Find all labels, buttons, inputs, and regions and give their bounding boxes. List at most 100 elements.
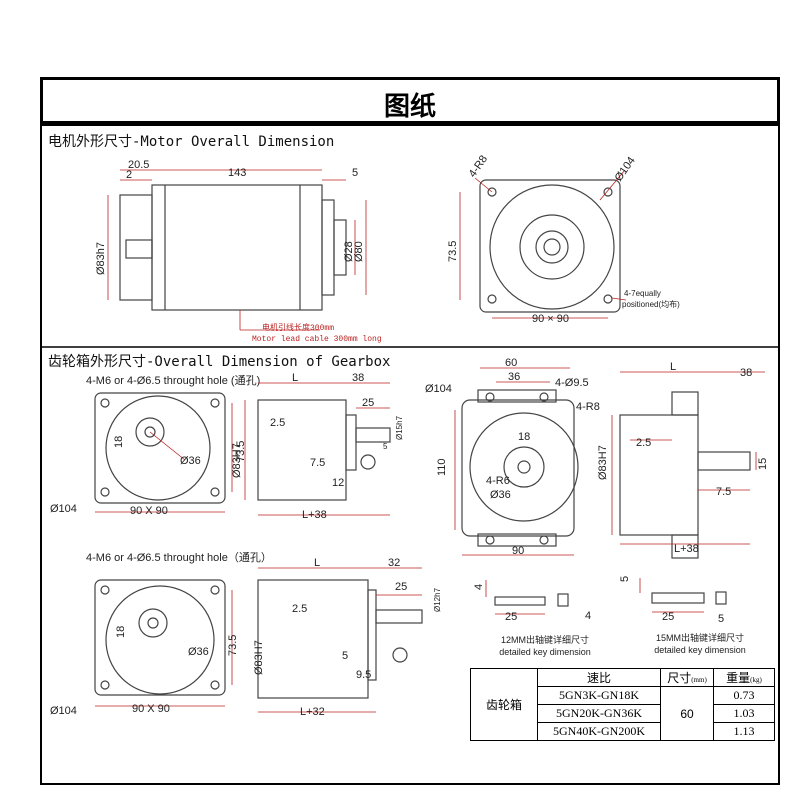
gc-7-5: 7.5 bbox=[716, 486, 731, 498]
k12-25: 25 bbox=[505, 611, 517, 623]
gc-60: 60 bbox=[505, 357, 517, 369]
gearbox-a-side: L 38 25 Ø15h7 2.5 Ø83H7 7.5 12 5 L+38 bbox=[231, 372, 404, 521]
dim-104: Ø104 bbox=[613, 155, 638, 184]
ga-12: 12 bbox=[332, 477, 344, 489]
cable-en: Motor lead cable 300mm long bbox=[252, 335, 382, 344]
ga-83h7: Ø83H7 bbox=[231, 443, 243, 478]
title-box: 图纸 bbox=[40, 77, 780, 124]
ga-90x90: 90 X 90 bbox=[130, 505, 168, 517]
gc-18: 18 bbox=[518, 431, 530, 443]
drawing-title: 图纸 bbox=[383, 92, 436, 122]
k15-5: 5 bbox=[619, 576, 631, 582]
col-size: 尺寸(mm) bbox=[660, 668, 714, 687]
k12-4b: 4 bbox=[585, 610, 591, 622]
ga-25: 25 bbox=[362, 397, 374, 409]
gb-83h7: Ø83H7 bbox=[253, 640, 265, 675]
gb-18: 18 bbox=[115, 626, 127, 638]
weight-cell: 0.73 bbox=[713, 686, 775, 705]
gc-90: 90 bbox=[512, 545, 524, 557]
gc-104: Ø104 bbox=[425, 383, 452, 395]
dim-83h7: Ø83h7 bbox=[95, 242, 107, 275]
drawing-sheet bbox=[40, 124, 780, 785]
gc-38: 38 bbox=[740, 367, 752, 379]
ga-73-5: 73.5 bbox=[235, 441, 247, 462]
weight-cell: 1.13 bbox=[713, 722, 775, 741]
gc-36b: Ø36 bbox=[490, 489, 511, 501]
dim-5: 5 bbox=[352, 167, 358, 179]
gb-L32: L+32 bbox=[300, 706, 325, 718]
gc-83h7: Ø83H7 bbox=[597, 445, 609, 480]
ga-18: 18 bbox=[113, 436, 125, 448]
ga-36: Ø36 bbox=[180, 455, 201, 467]
ga-2-5: 2.5 bbox=[270, 417, 285, 429]
gb-L: L bbox=[314, 557, 320, 569]
gb-32: 32 bbox=[388, 557, 400, 569]
key-15mm-caption: 15MM出轴键详细尺寸 detailed key dimension bbox=[625, 632, 775, 656]
size-cell: 60 bbox=[660, 686, 714, 741]
gb-9-5: 9.5 bbox=[356, 669, 371, 681]
dim-73-5: 73.5 bbox=[447, 241, 459, 262]
gb-12h7: Ø12h7 bbox=[433, 587, 442, 612]
ratio-cell: 5GN20K-GN36K bbox=[537, 704, 661, 723]
ga-15h7: Ø15h7 bbox=[395, 415, 404, 440]
gb-5: 5 bbox=[342, 650, 348, 662]
gb-25: 25 bbox=[395, 581, 407, 593]
gb-90x90: 90 X 90 bbox=[132, 703, 170, 715]
table-row: 5GN20K-GN36K 1.03 bbox=[471, 704, 775, 723]
holes-note-1: 4-7equally bbox=[624, 289, 661, 298]
gb-104: Ø104 bbox=[50, 705, 77, 717]
col-ratio: 速比 bbox=[537, 668, 661, 687]
k12-caption-text: 12MM出轴键详细尺寸 detailed key dimension bbox=[499, 635, 591, 657]
gb-36: Ø36 bbox=[188, 646, 209, 658]
ga-holes: 4-M6 or 4-Ø6.5 throught hole (通孔) bbox=[86, 374, 260, 387]
motor-section-title: 电机外形尺寸-Motor Overall Dimension bbox=[48, 134, 335, 150]
ratio-cell: 5GN3K-GN18K bbox=[537, 686, 661, 705]
dim-80: Ø80 bbox=[353, 241, 365, 262]
ga-104: Ø104 bbox=[50, 503, 77, 515]
gearbox-a-front: 4-M6 or 4-Ø6.5 throught hole (通孔) 18 Ø36… bbox=[50, 374, 260, 517]
gb-73-5: 73.5 bbox=[227, 635, 239, 656]
ga-5: 5 bbox=[383, 442, 388, 451]
key-12mm-caption: 12MM出轴键详细尺寸 detailed key dimension bbox=[470, 634, 620, 658]
gearbox-c-front: 60 36 Ø104 4-Ø9.5 4-R8 18 110 4-R6 Ø36 9… bbox=[425, 357, 600, 557]
key-15mm-detail: 5 25 5 bbox=[619, 576, 727, 625]
gearbox-c-side: L 38 Ø83H7 2.5 7.5 15 L+38 bbox=[597, 361, 769, 559]
dim-143: 143 bbox=[228, 167, 246, 179]
ga-L38: L+38 bbox=[302, 509, 327, 521]
table-row-header: 齿轮箱 bbox=[470, 668, 538, 741]
dim-20-5: 20.5 bbox=[128, 159, 149, 171]
holes-note-2: positioned(均布) bbox=[622, 299, 680, 309]
k15-5b: 5 bbox=[718, 613, 724, 625]
weight-cell: 1.03 bbox=[713, 704, 775, 723]
ga-L: L bbox=[292, 372, 298, 384]
table-row: 5GN40K-GN200K 1.13 bbox=[471, 722, 775, 741]
gearbox-b-side: L 32 25 Ø12h7 2.5 Ø83H7 5 9.5 L+32 bbox=[253, 557, 442, 718]
gc-r6: 4-R6 bbox=[486, 475, 510, 487]
gc-holes: 4-Ø9.5 bbox=[555, 377, 589, 389]
gc-36: 36 bbox=[508, 371, 520, 383]
key-12mm-detail: 4 25 4 bbox=[473, 580, 591, 623]
gc-15: 15 bbox=[757, 458, 769, 470]
motor-side-view: 20.5 2 143 5 Ø83h7 Ø28 Ø80 电机引线长度300mm M… bbox=[95, 159, 382, 344]
gc-r8: 4-R8 bbox=[576, 401, 600, 413]
gc-L38: L+38 bbox=[674, 543, 699, 555]
dim-2: 2 bbox=[126, 169, 132, 181]
gearbox-b-front: 4-M6 or 4-Ø6.5 throught hole（通孔） 18 Ø36 … bbox=[50, 551, 272, 717]
cable-cn: 电机引线长度300mm bbox=[262, 322, 334, 333]
gc-L: L bbox=[670, 361, 676, 373]
gearbox-section-title: 齿轮箱外形尺寸-Overall Dimension of Gearbox bbox=[48, 354, 391, 370]
ga-7-5: 7.5 bbox=[310, 457, 325, 469]
motor-front-view: 4-R8 Ø104 73.5 90 × 90 4-7equally positi… bbox=[447, 153, 680, 325]
table-row: 5GN3K-GN18K 60 0.73 bbox=[471, 686, 775, 741]
gearbox-spec-table: 齿轮箱 速比 尺寸(mm) 重量(kg) 5GN3K-GN18K 60 0.73… bbox=[470, 668, 775, 741]
ratio-cell: 5GN40K-GN200K bbox=[537, 722, 661, 741]
dim-4-r8: 4-R8 bbox=[467, 153, 491, 179]
ga-38: 38 bbox=[352, 372, 364, 384]
k15-caption-text: 15MM出轴键详细尺寸 detailed key dimension bbox=[654, 633, 746, 655]
dim-90x90: 90 × 90 bbox=[532, 313, 569, 325]
gb-holes: 4-M6 or 4-Ø6.5 throught hole（通孔） bbox=[86, 551, 272, 564]
k12-4: 4 bbox=[473, 584, 485, 590]
k15-25: 25 bbox=[662, 611, 674, 623]
col-weight: 重量(kg) bbox=[713, 668, 775, 687]
